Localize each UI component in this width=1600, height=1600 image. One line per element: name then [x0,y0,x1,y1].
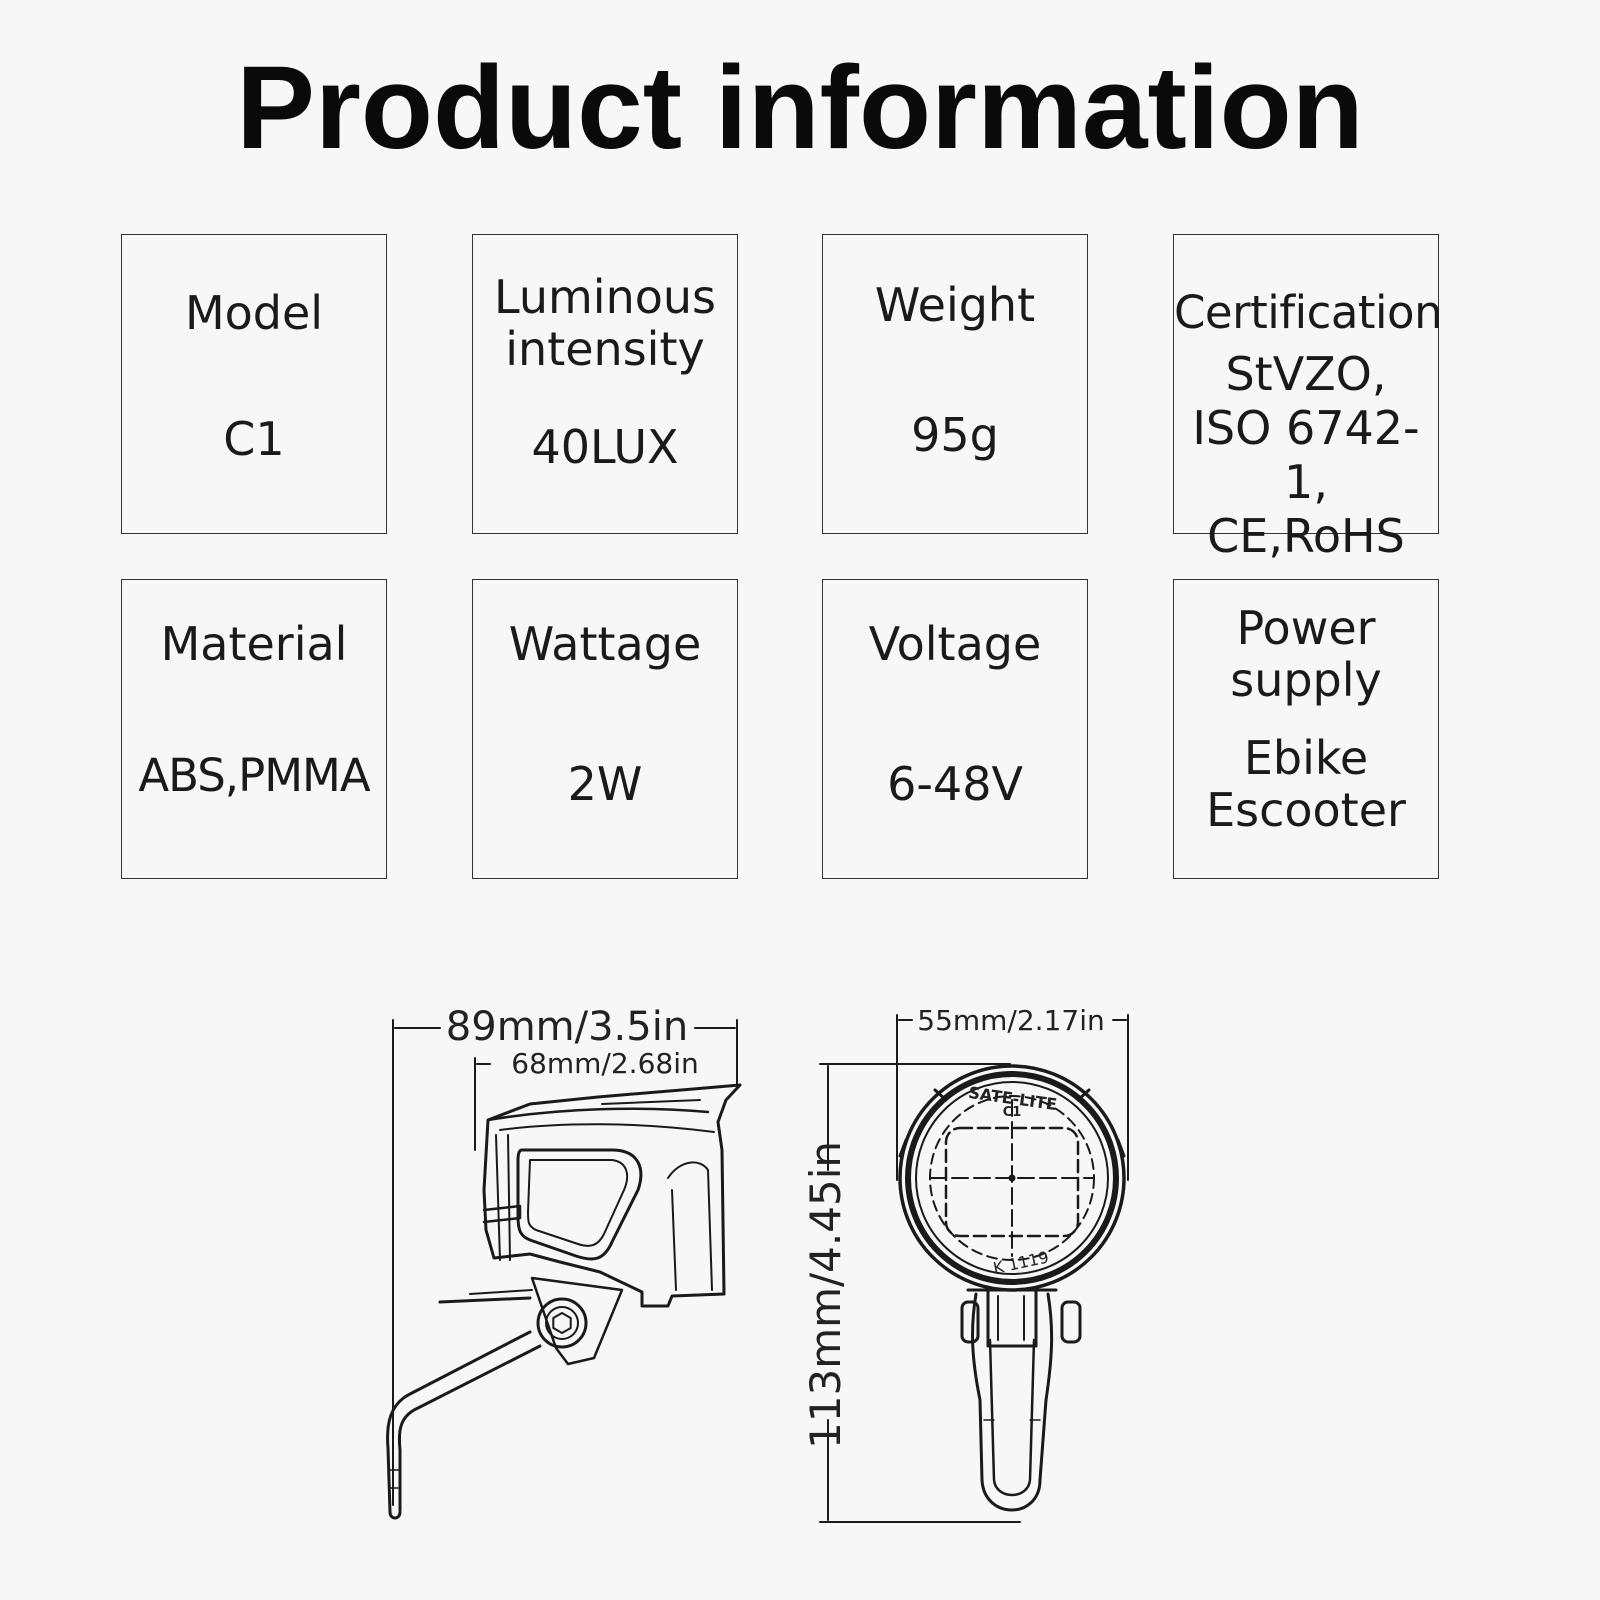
spec-label: Power supply [1230,601,1382,707]
side-view-drawing [386,1019,742,1520]
spec-label: Wattage [508,617,702,671]
spec-card-voltage: Voltage 6-48V [822,579,1088,879]
spec-card-luminous-intensity: Luminous intensity 40LUX [472,234,738,534]
front-view-drawing [819,1014,1129,1523]
spec-card-weight: Weight 95g [822,234,1088,534]
spec-value: ABS,PMMA [138,749,370,802]
spec-label: Material [160,617,348,671]
spec-card-certification: Certification StVZO, ISO 6742-1, CE,RoHS [1173,234,1443,563]
lamp-model-marking: C1 [1003,1105,1022,1120]
spec-value: 2W [567,757,643,811]
spec-label: Certification [1174,286,1443,339]
spec-label: Weight [874,278,1036,332]
spec-value: Ebike Escooter [1206,731,1406,837]
spec-card-model: Model C1 [121,234,387,534]
spec-label: Luminous intensity [494,270,716,376]
dim-height: 113mm/4.45in [801,1141,850,1449]
dim-side-total-width: 89mm/3.5in [446,1004,688,1050]
spec-card-material: Material ABS,PMMA [121,579,387,879]
spec-value: 95g [911,408,999,462]
spec-card-wattage: Wattage 2W [472,579,738,879]
page-title: Product information [236,42,1364,174]
spec-value: StVZO, ISO 6742-1, CE,RoHS [1192,347,1420,563]
spec-card-power-supply: Power supply Ebike Escooter [1173,579,1439,879]
dim-front-width: 55mm/2.17in [917,1004,1104,1037]
spec-value: 6-48V [887,757,1023,811]
spec-label: Voltage [868,617,1042,671]
spec-label: Model [184,286,324,340]
spec-value: 40LUX [531,420,679,474]
dim-side-body-width: 68mm/2.68in [511,1047,698,1080]
spec-value: C1 [223,412,285,466]
